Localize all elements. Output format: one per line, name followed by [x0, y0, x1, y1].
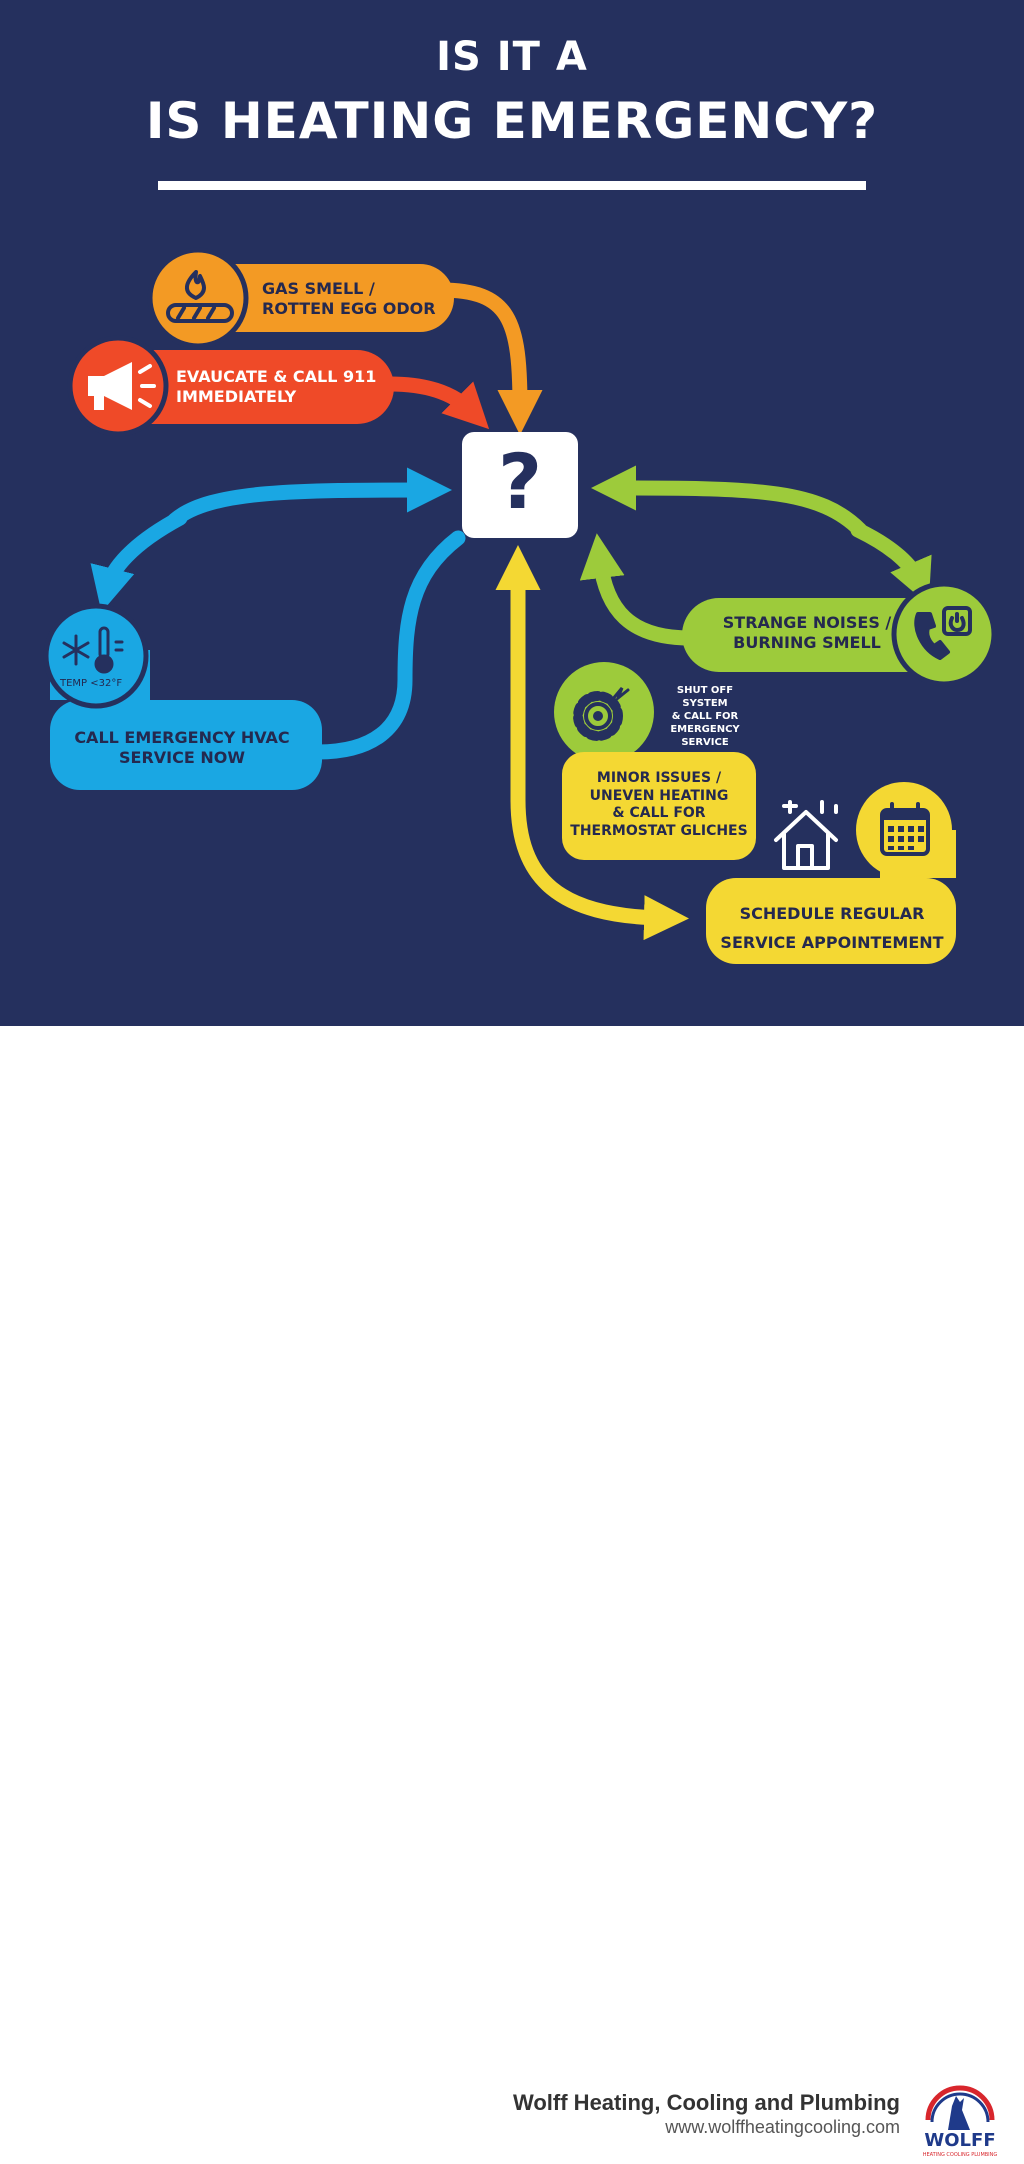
minor-line-1: UNEVEN HEATING: [589, 787, 729, 804]
noises-node-pill: [682, 598, 944, 672]
call-hvac-node-label-line2: SERVICE NOW: [119, 748, 245, 767]
company-url-link[interactable]: www.wolffheatingcooling.com: [665, 2117, 900, 2137]
arrow-green-to-noises: [850, 522, 932, 605]
shutoff-node-label: SHUT OFF SYSTEM & CALL FOR EMERGENCY SER…: [660, 684, 750, 749]
snowflake-thermometer-icon: [62, 626, 124, 674]
arrow-gas-to-center: [432, 282, 543, 435]
arrow-green-to-center: [591, 465, 868, 538]
schedule-node-label: SCHEDULE REGULAR SERVICE APPOINTEMENT: [714, 900, 950, 958]
evacuate-node-pill: [96, 350, 394, 424]
minor-line-0: MINOR ISSUES /: [596, 770, 722, 786]
arrow-blue-to-center: [167, 467, 452, 528]
noises-node-label: STRANGE NOISES / BURNING SMELL: [712, 613, 902, 653]
minor-node-label: MINOR ISSUES / UNEVEN HEATING & CALL FOR…: [566, 770, 752, 840]
megaphone-icon: [88, 362, 156, 410]
minor-node-box: [562, 752, 756, 860]
phone-power-icon: [914, 606, 972, 660]
gas-node-label-line2: ROTTEN EGG ODOR: [262, 299, 436, 318]
schedule-node-label-line1: SCHEDULE REGULAR: [739, 904, 925, 923]
footer: Wolff Heating, Cooling and Plumbing www.…: [0, 1026, 1024, 2158]
arrow-center-to-call-hvac: [310, 530, 466, 760]
title-divider: [158, 181, 866, 190]
evacuate-node-label: EVAUCATE & CALL 911 IMMEDIATELY: [176, 367, 376, 407]
schedule-node-label-line2: SERVICE APPOINTEMENT: [720, 932, 944, 952]
shutoff-line-1: SYSTEM: [682, 698, 728, 709]
main-panel: IS IT A IS HEATING EMERGENCY?: [0, 0, 1024, 1026]
schedule-node-pill: [706, 878, 956, 964]
gas-node-label-line1: GAS SMELL /: [262, 279, 375, 298]
minor-line-3: THERMOSTAT GLICHES: [570, 822, 748, 839]
title-line-2: IS HEATING EMERGENCY?: [145, 92, 879, 150]
gas-node-label: GAS SMELL / ROTTEN EGG ODOR: [262, 279, 436, 319]
center-question-box: [462, 432, 578, 538]
question-mark: ?: [497, 437, 543, 526]
company-name: Wolff Heating, Cooling and Plumbing: [513, 2090, 900, 2115]
shutoff-line-4: SERVICE: [681, 737, 729, 748]
cold-temp-label: TEMP <32°F: [60, 678, 123, 689]
call-hvac-node-label-line1: CALL EMERGENCY HVAC: [74, 728, 290, 747]
calendar-icon: [880, 802, 930, 856]
shutoff-line-3: EMERGENCY: [670, 724, 740, 735]
evacuate-node-label-line2: IMMEDIATELY: [176, 387, 297, 406]
cold-node-circle: [43, 603, 149, 709]
house-icon: [774, 800, 838, 870]
call-hvac-node-pill: [50, 700, 322, 790]
wolff-logo: WOLFF HEATING COOLING PLUMBING: [923, 2085, 998, 2158]
gear-spark-icon: [573, 687, 630, 741]
shutoff-line-0: SHUT OFF: [676, 685, 734, 696]
evacuate-node-label-line1: EVAUCATE & CALL 911: [176, 367, 377, 386]
call-hvac-node-label: CALL EMERGENCY HVAC SERVICE NOW: [62, 728, 302, 768]
shutoff-node-circle: [554, 662, 654, 762]
wolf-howling-logo: [925, 2085, 995, 2130]
flow-diagram: [43, 247, 997, 964]
noises-node-label-line2: BURNING SMELL: [733, 633, 881, 652]
fire-gas-pipe-icon: [166, 270, 234, 323]
arrow-blue-to-cold: [90, 510, 188, 613]
title-line-1: IS IT A: [436, 34, 588, 80]
logo-tagline: HEATING COOLING PLUMBING: [923, 2152, 998, 2158]
logo-text: WOLFF: [924, 2130, 995, 2151]
arrow-yellow-to-schedule: [510, 792, 689, 941]
shutoff-line-2: & CALL FOR: [671, 711, 739, 722]
minor-line-2: & CALL FOR: [612, 805, 706, 821]
arrow-evacuate-to-center: [382, 376, 490, 430]
arrow-noises-to-center: [579, 533, 698, 646]
noises-node-label-line1: STRANGE NOISES /: [722, 613, 892, 632]
